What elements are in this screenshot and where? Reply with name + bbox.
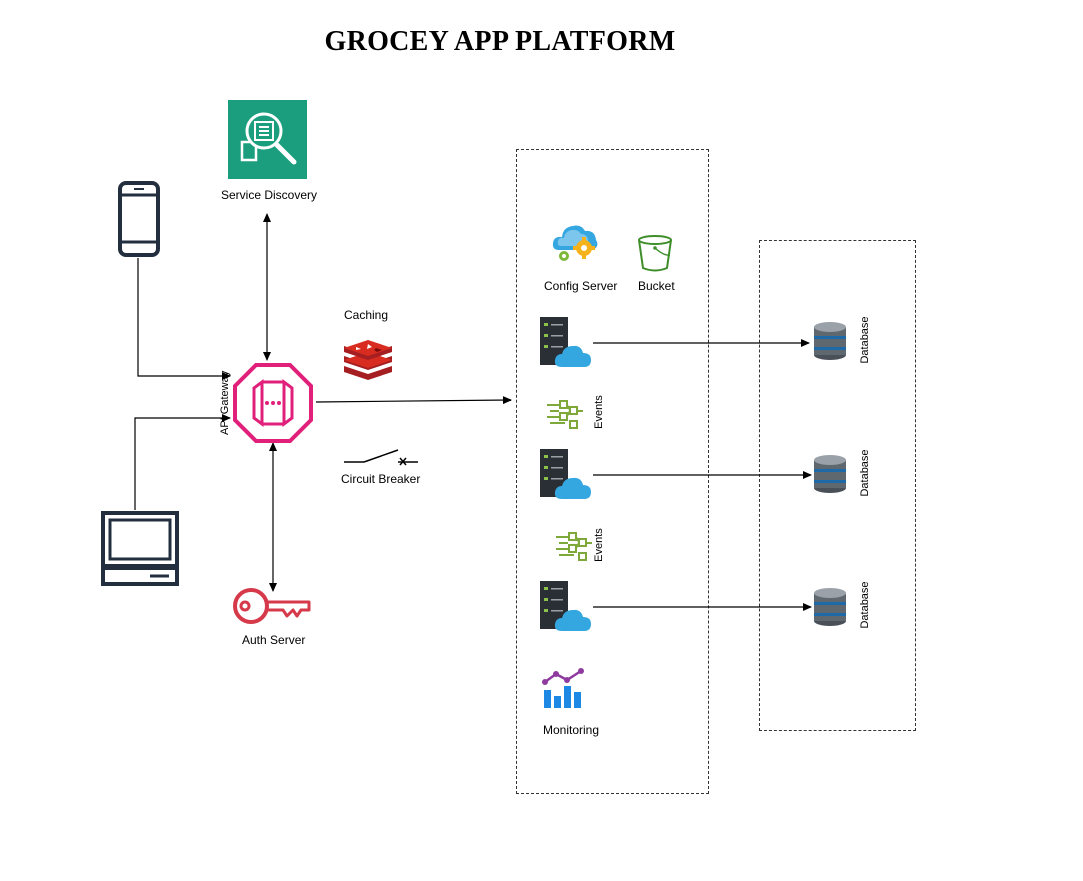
database-container [759,240,916,731]
database-label-2: Database [859,449,871,497]
config-server-icon [552,225,598,261]
services-container [516,149,709,794]
events-label-1: Events [593,395,605,429]
key-icon [233,588,311,624]
events-icon-1 [547,400,583,429]
server-icon-3 [540,581,591,631]
mobile-phone-icon [118,181,160,257]
server-icon-1 [540,317,591,367]
database-icon-1 [814,322,846,360]
events-label-2: Events [593,528,605,562]
diagram-title: GROCEY APP PLATFORM [324,26,676,57]
service-discovery-icon [228,100,307,179]
api-gateway-label: API Gateway [219,370,231,435]
bucket-label: Bucket [638,279,675,293]
config-server-label: Config Server [544,279,618,293]
database-label-3: Database [859,581,871,629]
database-icon-3 [814,588,846,626]
database-label-1: Database [859,316,871,364]
database-icon-2 [814,455,846,493]
desktop-computer-icon [101,511,179,586]
events-icon-2 [556,532,592,561]
service-discovery-label: Service Discovery [221,188,318,202]
caching-label: Caching [344,308,389,322]
circuit-breaker-label: Circuit Breaker [341,472,421,486]
bucket-icon [638,235,672,272]
monitoring-icon [542,668,584,708]
auth-server-label: Auth Server [242,633,306,647]
monitoring-label: Monitoring [543,723,600,737]
api-gateway-icon [233,363,313,443]
circuit-breaker-icon [344,449,418,466]
redis-cache-icon [344,340,392,380]
server-icon-2 [540,449,591,499]
